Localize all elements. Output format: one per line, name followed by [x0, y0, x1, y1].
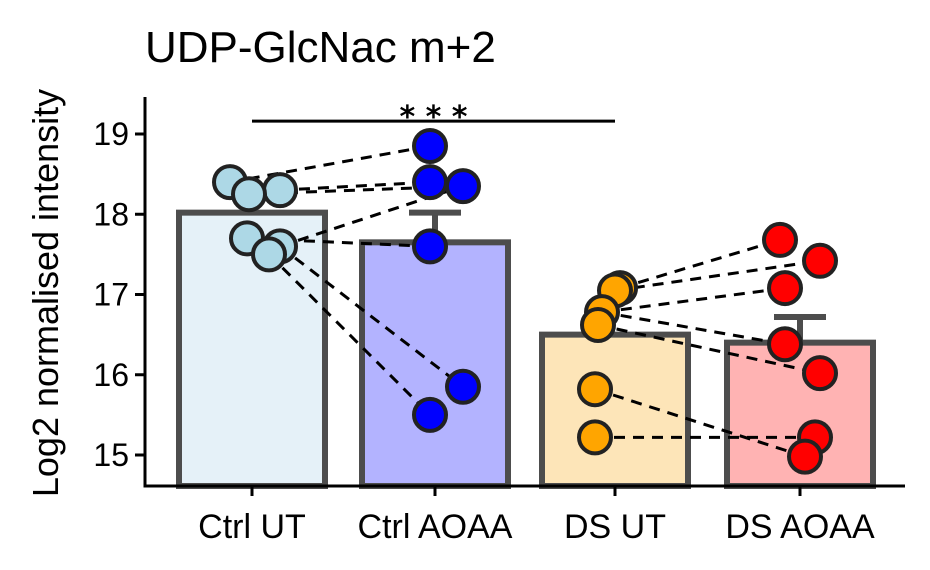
bar-ds-ut: [539, 331, 691, 489]
pair-line: [279, 245, 464, 388]
y-tick-label: 18: [93, 196, 129, 232]
x-tick-label: Ctrl UT: [198, 508, 306, 546]
data-point-ds-aoaa: [802, 355, 838, 392]
pair-line: [614, 259, 821, 292]
data-point-ctrl-ut: [251, 236, 287, 273]
x-tick-label: DS AOAA: [725, 508, 875, 546]
y-tick-label: 15: [93, 437, 129, 473]
data-point-ds-aoaa: [802, 242, 838, 279]
significance-label: * * *: [400, 100, 468, 135]
bars-layer: [176, 209, 876, 490]
data-point-ctrl-aoaa: [412, 164, 448, 201]
significance-layer: * * *: [252, 100, 615, 135]
pair-line: [246, 236, 431, 248]
data-point-ds-aoaa: [787, 438, 823, 475]
y-tick-label: 16: [93, 357, 129, 393]
y-axis-label: Log2 normalised intensity: [25, 89, 66, 497]
data-point-ctrl-aoaa: [412, 396, 448, 433]
data-point-ctrl-aoaa: [412, 228, 448, 265]
data-point-ctrl-ut: [231, 176, 267, 213]
data-point-ctrl-aoaa: [445, 368, 481, 405]
data-point-ds-ut: [577, 371, 613, 408]
data-point-ds-aoaa: [762, 221, 798, 258]
data-point-ds-ut: [577, 419, 613, 456]
y-tick-label: 17: [93, 277, 129, 313]
data-point-ctrl-aoaa: [412, 128, 448, 165]
pair-line: [619, 238, 781, 290]
pair-line: [601, 310, 786, 346]
chart-title: UDP-GlcNac m+2: [145, 23, 496, 72]
data-point-ds-aoaa: [767, 270, 803, 307]
pair-line: [601, 286, 786, 314]
x-tick-label: Ctrl AOAA: [358, 508, 513, 546]
data-point-ds-ut: [580, 306, 616, 343]
x-tick-label: DS UT: [564, 508, 666, 546]
data-point-ctrl-ut: [262, 172, 298, 209]
data-point-ds-aoaa: [767, 326, 803, 363]
pair-line: [229, 144, 431, 184]
pair-line: [279, 180, 431, 192]
y-tick-label: 19: [93, 116, 129, 152]
data-point-ctrl-aoaa: [445, 168, 481, 205]
points-layer: [212, 128, 838, 475]
